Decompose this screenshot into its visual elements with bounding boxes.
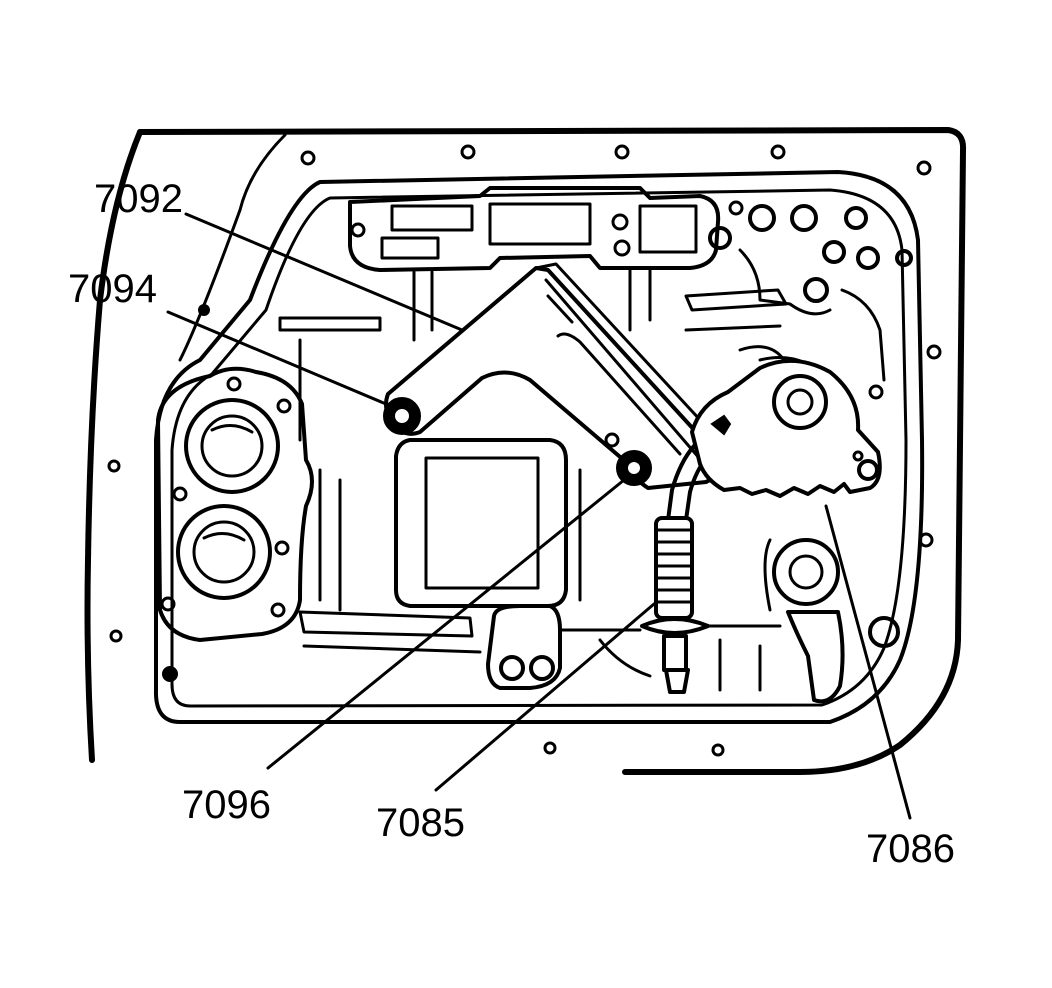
bracket-bolt-upper bbox=[383, 397, 421, 435]
callout-7085: 7085 bbox=[376, 801, 465, 845]
leader-7096 bbox=[266, 478, 626, 770]
leader-7092 bbox=[184, 212, 464, 332]
left-bore-housing bbox=[156, 366, 314, 642]
leader-7085 bbox=[434, 602, 656, 792]
valve-body bbox=[153, 170, 925, 724]
transmission-case-outline bbox=[84, 127, 967, 775]
callout-labels: 7092 7094 7096 7085 7086 bbox=[68, 177, 955, 871]
detent-spring-bracket bbox=[384, 262, 728, 490]
leader-lines bbox=[166, 212, 912, 820]
bracket-bolt-lower bbox=[616, 450, 652, 486]
callout-7092: 7092 bbox=[94, 177, 183, 221]
right-bore-housing bbox=[763, 538, 900, 704]
callout-7086: 7086 bbox=[866, 827, 955, 871]
leader-7086 bbox=[824, 504, 912, 820]
callout-7094: 7094 bbox=[68, 267, 157, 311]
callout-7096: 7096 bbox=[182, 783, 271, 827]
inside-detent-lever bbox=[690, 345, 882, 498]
leader-7094 bbox=[166, 310, 388, 406]
